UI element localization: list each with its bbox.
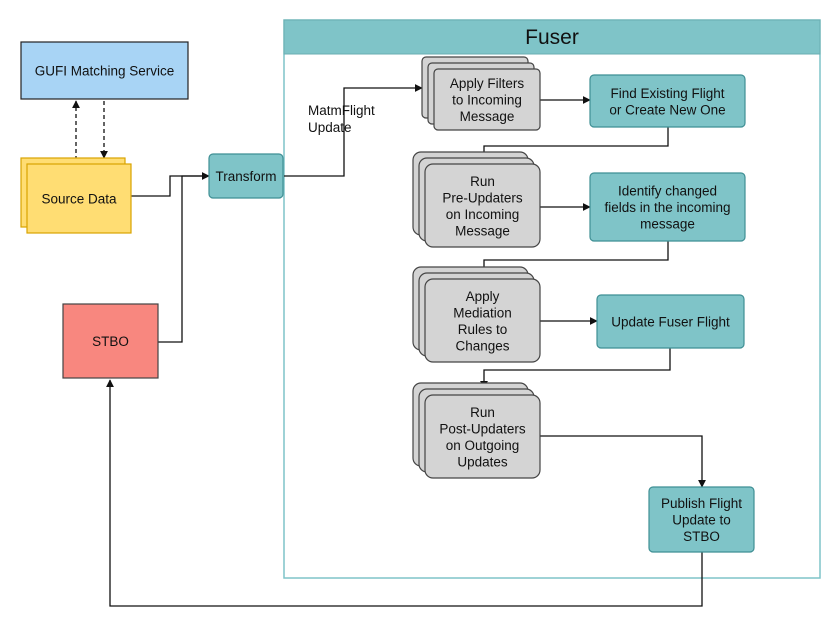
node-transform-box bbox=[208, 153, 284, 199]
node-source-label-line: Source Data bbox=[41, 192, 117, 207]
edge-source-to-transform bbox=[131, 172, 210, 197]
node-source-box bbox=[26, 163, 132, 234]
node-stbo-box bbox=[62, 303, 159, 379]
node-stbo: STBO bbox=[62, 303, 159, 379]
node-stbo-label-line: STBO bbox=[92, 334, 129, 349]
node-filters-label-line: Message bbox=[460, 109, 515, 124]
node-mediation-label-line: Apply bbox=[466, 289, 500, 304]
node-preupdaters-label-line: Message bbox=[455, 223, 510, 238]
node-postupdaters-label-line: Post-Updaters bbox=[439, 421, 526, 436]
node-transform-label-line: Transform bbox=[215, 169, 276, 184]
node-preupdaters-label-line: Pre-Updaters bbox=[442, 190, 523, 205]
node-publish-label-line: Update to bbox=[672, 513, 731, 528]
node-update-box bbox=[596, 294, 745, 349]
node-publish-label-line: STBO bbox=[683, 529, 720, 544]
node-postupdaters-label-line: Updates bbox=[457, 454, 508, 469]
node-update-label-line: Update Fuser Flight bbox=[611, 315, 730, 330]
node-identify-label-line: message bbox=[640, 217, 695, 232]
node-gufi: GUFI Matching Service bbox=[20, 41, 189, 100]
edge-transform-to-filters bbox=[284, 84, 423, 177]
edge-update-to-postupdaters bbox=[480, 348, 671, 389]
node-postupdaters-label-line: on Outgoing bbox=[446, 438, 520, 453]
node-source-label: Source Data bbox=[41, 192, 117, 207]
node-mediation-label-line: Mediation bbox=[453, 305, 512, 320]
edge-label-matm: MatmFlight Update bbox=[308, 103, 379, 135]
node-publish-label-line: Publish Flight bbox=[661, 496, 742, 511]
node-filters-box bbox=[433, 68, 541, 131]
node-transform: Transform bbox=[208, 153, 284, 199]
fuser-title: Fuser bbox=[525, 26, 579, 49]
node-identify-label-line: fields in the incoming bbox=[604, 200, 730, 215]
node-stbo-label: STBO bbox=[92, 334, 129, 349]
edge-postupdaters-to-publish bbox=[540, 435, 706, 488]
node-find-label-line: Find Existing Flight bbox=[610, 86, 724, 101]
node-gufi-label-line: GUFI Matching Service bbox=[35, 64, 175, 79]
node-find-label-line: or Create New One bbox=[609, 102, 725, 117]
fuser-container: Fuser bbox=[283, 19, 821, 579]
node-preupdaters-box bbox=[424, 163, 541, 248]
node-mediation-box bbox=[424, 278, 541, 363]
edge-stbo-to-transform bbox=[158, 175, 205, 343]
node-gufi-label: GUFI Matching Service bbox=[35, 64, 175, 79]
node-mediation-label-line: Changes bbox=[455, 338, 509, 353]
node-find-box bbox=[589, 74, 746, 128]
fuser-header bbox=[283, 19, 821, 55]
node-update-label: Update Fuser Flight bbox=[611, 315, 730, 330]
node-preupdaters-label-line: Run bbox=[470, 174, 495, 189]
node-postupdaters-box bbox=[424, 394, 541, 479]
node-transform-label: Transform bbox=[215, 169, 276, 184]
node-filters-label-line: Apply Filters bbox=[450, 76, 525, 91]
node-publish-box bbox=[648, 486, 755, 553]
node-identify-label-line: Identify changed bbox=[618, 184, 717, 199]
node-update: Update Fuser Flight bbox=[596, 294, 745, 349]
node-preupdaters-label-line: on Incoming bbox=[446, 207, 520, 222]
edge-publish-to-stbo bbox=[106, 379, 703, 607]
node-mediation-label-line: Rules to bbox=[458, 322, 508, 337]
node-postupdaters-label-line: Run bbox=[470, 405, 495, 420]
node-source: Source Data bbox=[20, 157, 132, 234]
node-filters-label-line: to Incoming bbox=[452, 93, 522, 108]
node-gufi-box bbox=[20, 41, 189, 100]
node-identify-box bbox=[589, 172, 746, 242]
